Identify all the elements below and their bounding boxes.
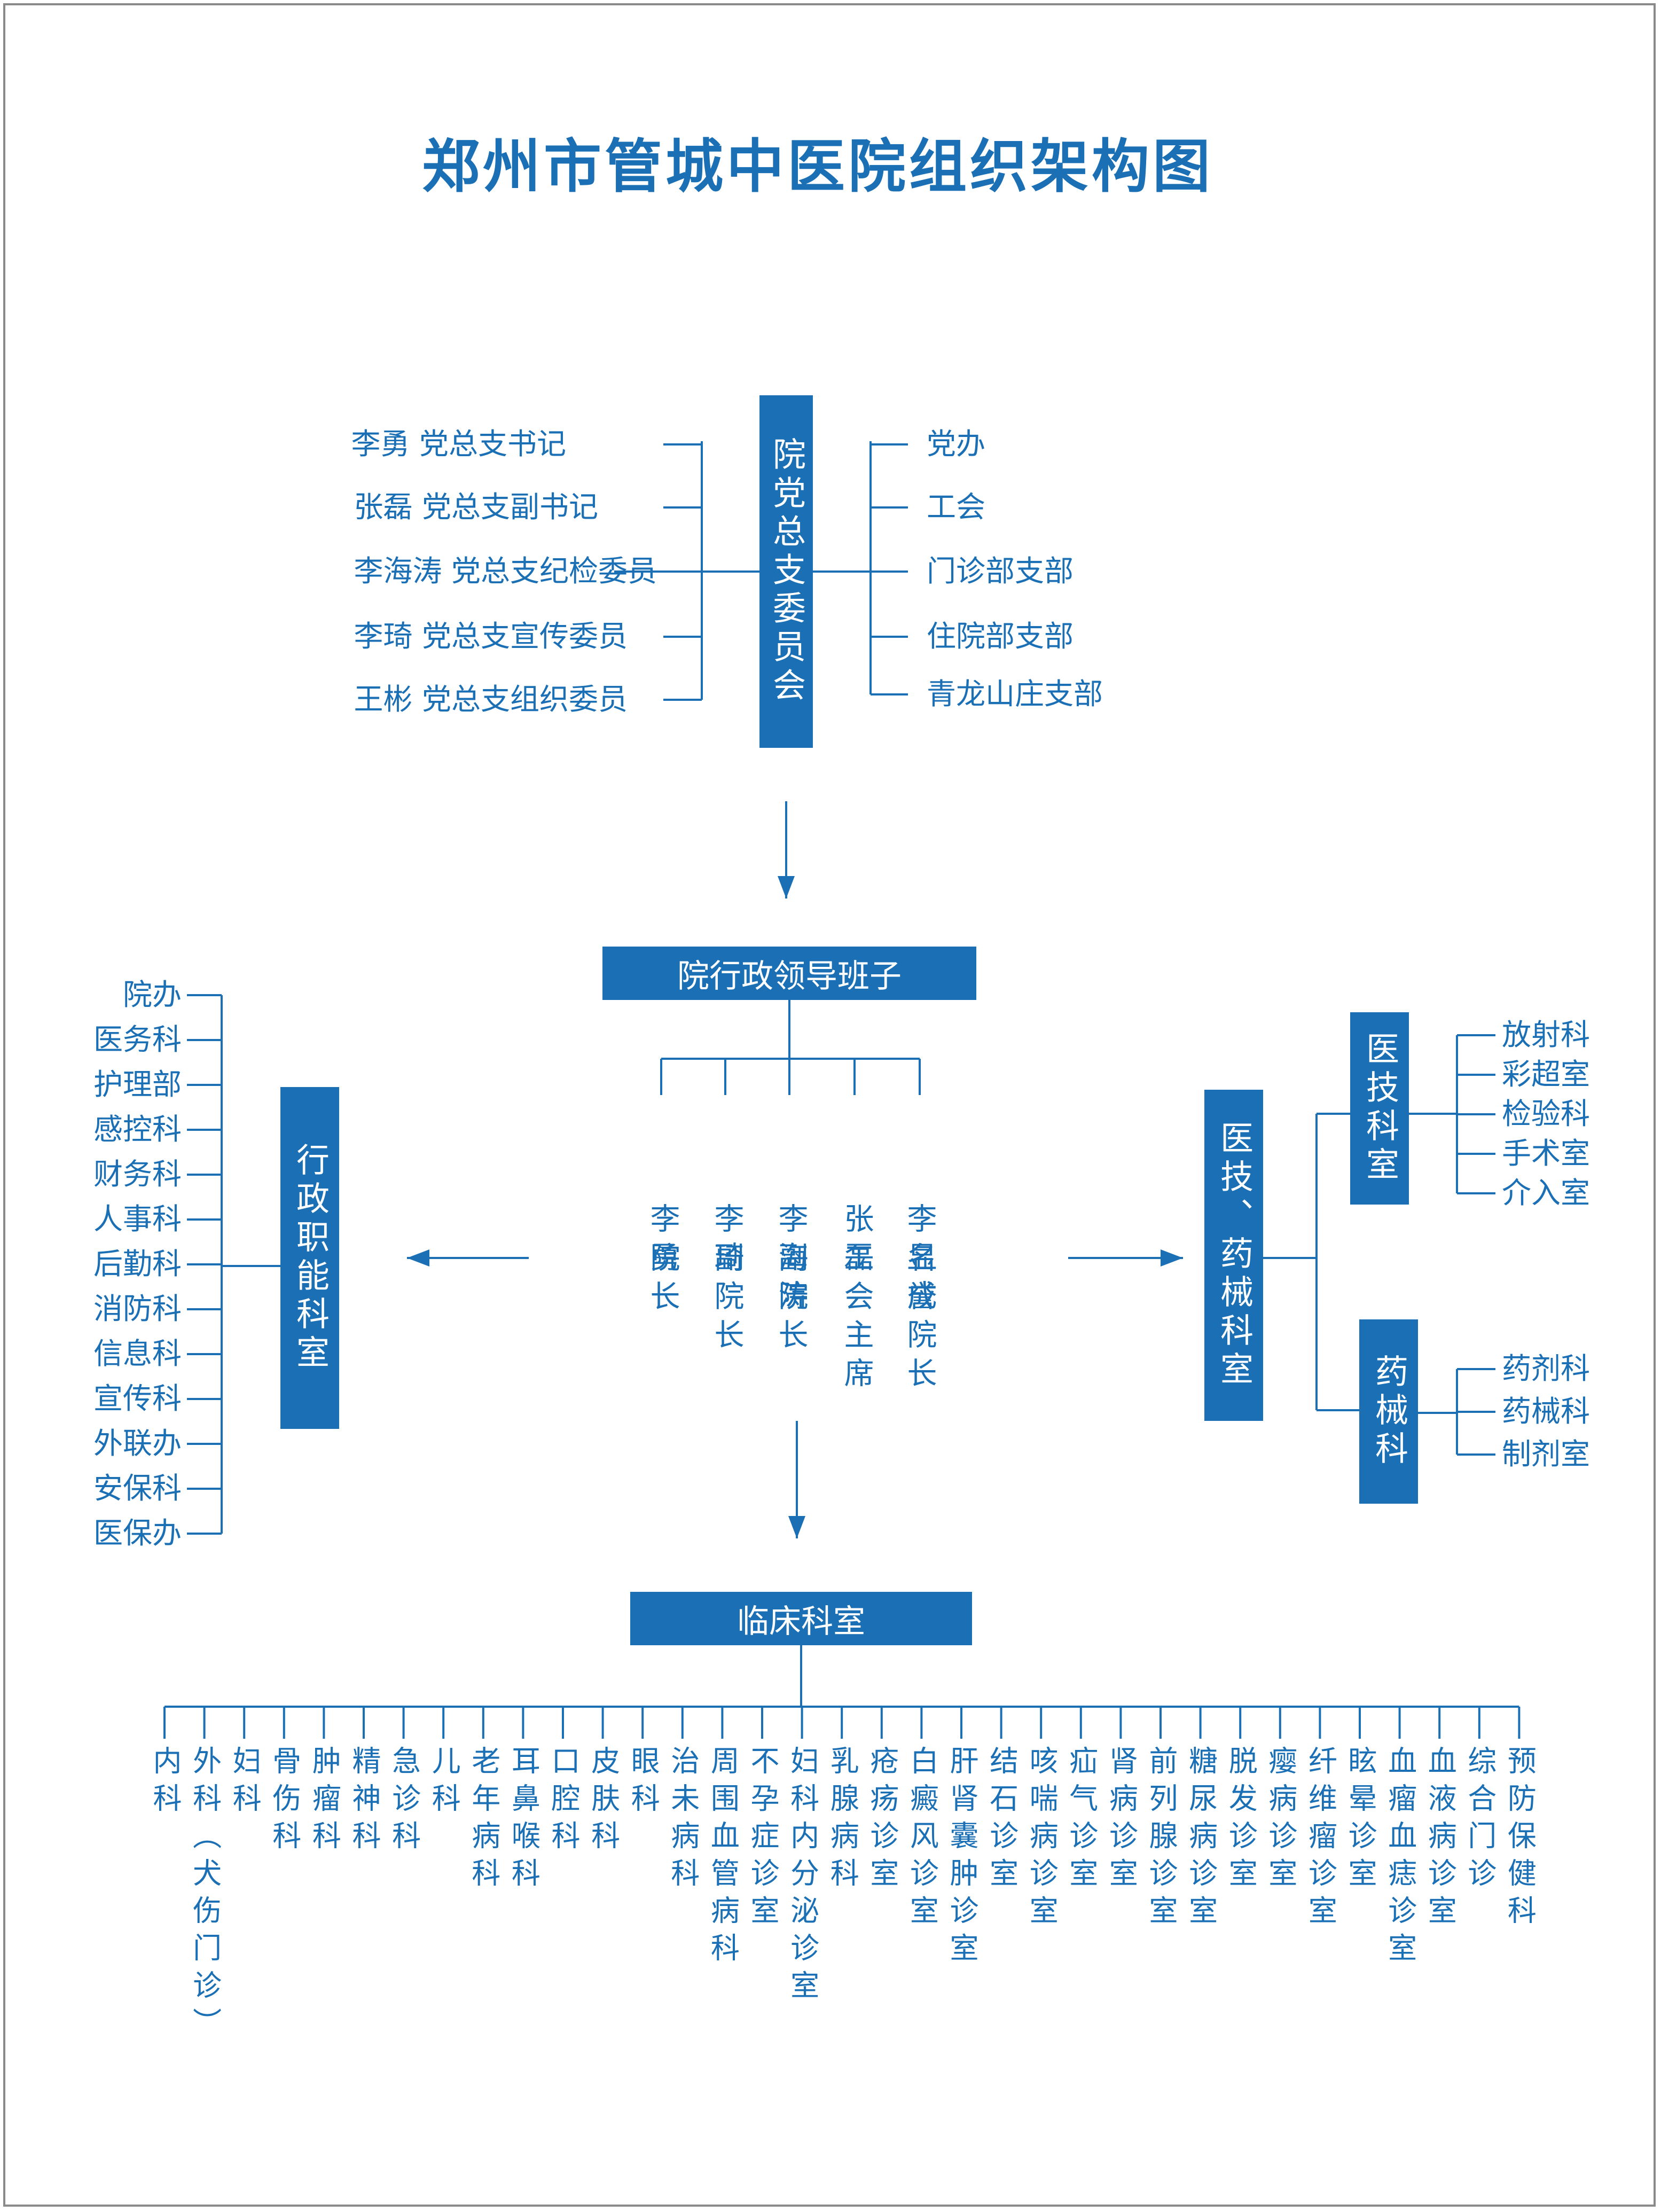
clinical-dept: 不孕症诊室: [746, 1746, 779, 1933]
leader-name: 张磊: [839, 1203, 874, 1280]
admin-dept: 后勤科: [93, 1247, 182, 1281]
clinical-dept: 前列腺诊室: [1144, 1746, 1178, 1933]
clinical-dept: 内科: [148, 1746, 182, 1820]
clinical-dept: 糖尿病诊室: [1184, 1746, 1218, 1933]
clinical-dept: 瘿病诊室: [1263, 1746, 1297, 1895]
clinical-dept: 老年病科: [466, 1746, 500, 1895]
clinical-dept: 综合门诊: [1462, 1746, 1497, 1895]
party-committee-box: 院党总支委员会: [759, 395, 813, 748]
clinical-dept: 疝气诊室: [1064, 1746, 1098, 1895]
admin-dept: 安保科: [93, 1471, 182, 1505]
clinical-dept: 皮肤科: [586, 1746, 620, 1858]
leader-name: 李显成: [902, 1203, 937, 1318]
leadership-banner: 院行政领导班子: [602, 947, 976, 1000]
clinical-dept: 治未病科: [665, 1746, 700, 1895]
clinical-dept: 脱发诊室: [1224, 1746, 1258, 1895]
arrow-head-icon: [407, 1249, 429, 1267]
admin-box: 行政职能科室: [280, 1087, 339, 1429]
clinical-dept: 血瘤血痣诊室: [1383, 1746, 1417, 1970]
leader-title: 副院长: [709, 1242, 744, 1357]
admin-dept: 人事科: [93, 1202, 182, 1236]
clinical-dept: 乳腺病科: [825, 1746, 859, 1895]
clinical-dept: 肝肾囊肿诊室: [945, 1746, 978, 1970]
clinical-dept: 疮疡诊室: [865, 1746, 899, 1895]
leader-title: 名誉院长: [902, 1242, 937, 1396]
arrow-head-icon: [1161, 1249, 1183, 1267]
tech-dept: 手术室: [1502, 1136, 1591, 1170]
leader-column: 张磊: [839, 1116, 901, 1280]
admin-dept: 宣传科: [93, 1381, 182, 1416]
party-member: 张磊 党总支副书记: [354, 490, 598, 524]
party-member: 王彬 党总支组织委员: [354, 682, 628, 716]
page-frame: [3, 3, 1656, 2207]
clinical-dept: 纤维瘤诊室: [1303, 1746, 1337, 1933]
clinical-dept: 白癜风诊室: [905, 1746, 939, 1933]
tech-dept: 检验科: [1502, 1097, 1591, 1131]
arrow-head-icon: [778, 876, 795, 898]
clinical-dept: 周围血管病科: [706, 1746, 740, 1970]
admin-dept: 护理部: [93, 1067, 182, 1101]
party-unit: 青龙山庄支部: [927, 677, 1103, 711]
leader-title: 工会主席: [839, 1242, 874, 1396]
clinical-dept: 妇科: [228, 1746, 262, 1820]
clinical-dept: 肾病诊室: [1104, 1746, 1138, 1895]
clinical-dept: 儿科: [427, 1746, 461, 1820]
leader-title: 副院长: [773, 1242, 808, 1357]
clinical-dept: 肿瘤科: [307, 1746, 341, 1858]
admin-dept: 感控科: [93, 1112, 182, 1146]
medtech-box: 医技、药械科室: [1204, 1090, 1263, 1421]
chart-title: 郑州市管城中医院组织架构图: [422, 133, 1214, 200]
party-unit: 住院部支部: [927, 619, 1074, 653]
admin-dept: 医务科: [93, 1022, 182, 1057]
party-member: 李海涛 党总支纪检委员: [354, 554, 657, 588]
clinical-dept: 急诊科: [387, 1746, 421, 1858]
party-unit: 门诊部支部: [927, 554, 1074, 588]
clinical-dept: 眩晕诊室: [1343, 1746, 1377, 1895]
admin-dept: 医保办: [93, 1516, 182, 1550]
arrow-head-icon: [788, 1516, 805, 1538]
admin-dept: 消防科: [93, 1292, 182, 1326]
clinical-dept: 口腔科: [546, 1746, 580, 1858]
clinical-dept: 血液病诊室: [1423, 1746, 1457, 1933]
admin-dept: 信息科: [93, 1336, 182, 1371]
clinical-banner: 临床科室: [630, 1592, 972, 1645]
tech-dept: 彩超室: [1502, 1057, 1591, 1091]
leader-name: 李琦: [709, 1203, 744, 1280]
party-member: 李琦 党总支宣传委员: [354, 619, 628, 653]
clinical-dept: 眼科: [626, 1746, 660, 1820]
party-unit: 工会: [927, 490, 986, 524]
leader-column: 李勇: [645, 1116, 707, 1280]
leader-name: 李勇: [645, 1203, 680, 1280]
clinical-dept: 妇科内分泌诊室: [785, 1746, 819, 2007]
pharm-dept: 药剂科: [1502, 1351, 1591, 1386]
tech-dept: 放射科: [1502, 1018, 1591, 1052]
party-unit: 党办: [927, 427, 986, 461]
pharm-box: 药械科: [1359, 1319, 1418, 1504]
pharm-dept: 制剂室: [1502, 1437, 1591, 1471]
clinical-dept: 预防保健科: [1502, 1746, 1537, 1933]
leader-column: 李琦: [709, 1116, 771, 1280]
clinical-dept: 精神科: [347, 1746, 381, 1858]
leader-column: 李显成: [902, 1116, 964, 1318]
pharm-dept: 药械科: [1502, 1394, 1591, 1428]
clinical-dept: 咳喘病诊室: [1024, 1746, 1059, 1933]
clinical-dept: 结石诊室: [984, 1746, 1018, 1895]
clinical-dept: 外科（犬伤门诊）: [187, 1746, 222, 2045]
party-member: 李勇 党总支书记: [351, 427, 566, 461]
leader-column: 李海涛: [773, 1116, 835, 1318]
leader-title: 院长: [645, 1242, 680, 1319]
tech-box: 医技科室: [1350, 1012, 1409, 1205]
admin-dept: 外联办: [93, 1426, 182, 1460]
clinical-dept: 骨伤科: [267, 1746, 301, 1858]
admin-dept: 院办: [122, 978, 182, 1012]
clinical-dept: 耳鼻喉科: [506, 1746, 540, 1895]
leader-name: 李海涛: [773, 1203, 808, 1318]
admin-dept: 财务科: [93, 1157, 182, 1191]
tech-dept: 介入室: [1502, 1176, 1591, 1210]
